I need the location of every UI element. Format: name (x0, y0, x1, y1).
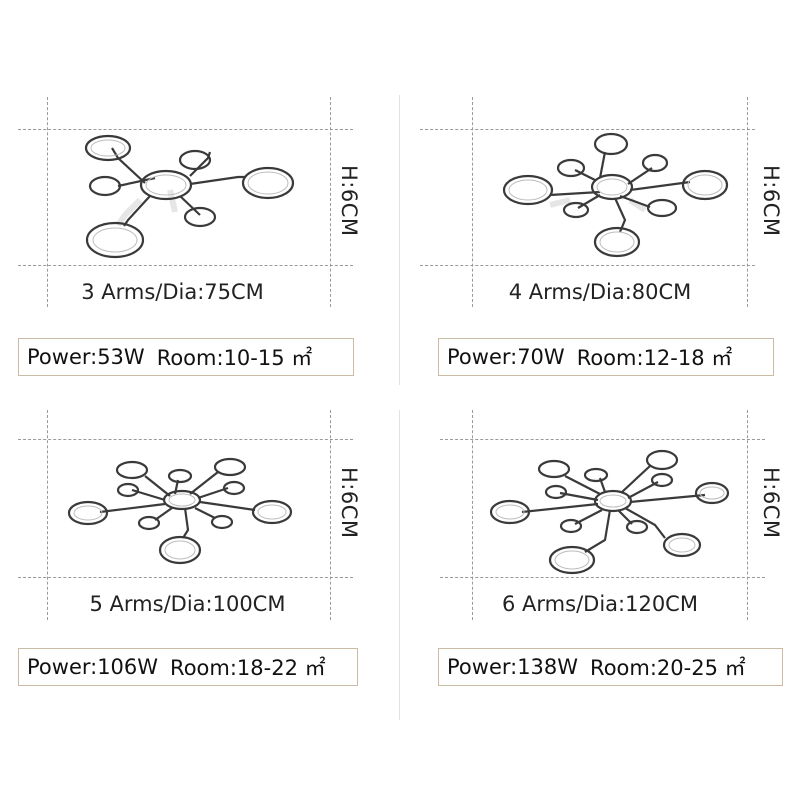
frame-shadow (115, 189, 178, 227)
guide-line-bottom (18, 577, 353, 578)
panel-6-arms: H:6CM (400, 400, 800, 800)
vertical-divider (399, 410, 400, 720)
guide-line-left (472, 410, 473, 620)
room-value: Room:10-15 ㎡ (156, 346, 313, 370)
size-caption: 4 Arms/Dia:80CM (508, 280, 692, 304)
lamp-rings (489, 449, 730, 575)
panel-5-arms: H:6CM (0, 400, 400, 800)
room-value: Room:18-22 ㎡ (170, 656, 326, 680)
chandelier-3-arms-drawing (84, 134, 295, 259)
guide-line-right (747, 97, 748, 307)
spec-box: Power:70W Room:12-18 ㎡ (438, 338, 774, 376)
panel-3-arms: H:6CM 3 Arms/Dia:75CM Power (0, 0, 400, 400)
frame-arms (549, 151, 691, 233)
guide-line-bottom (420, 265, 755, 266)
guide-line-bottom (18, 265, 353, 266)
frame-arms (521, 465, 706, 553)
size-caption: 6 Arms/Dia:120CM (502, 592, 698, 616)
guide-line-right (330, 410, 331, 620)
chandelier-5-arms-drawing (67, 457, 293, 565)
guide-line-top (18, 439, 353, 440)
guide-line-left (47, 410, 48, 620)
guide-line-bottom (440, 577, 765, 578)
size-caption: 5 Arms/Dia:100CM (89, 592, 286, 616)
guide-line-left (472, 97, 473, 307)
power-value: Power:138W (447, 655, 579, 679)
guide-line-right (330, 97, 331, 307)
lamp-rings (67, 457, 293, 565)
guide-line-right (747, 410, 748, 620)
spec-box: Power:138W Room:20-25 ㎡ (438, 648, 783, 686)
power-value: Power:70W (447, 345, 565, 369)
spec-box: Power:106W Room:18-22 ㎡ (18, 648, 358, 686)
guide-line-top (440, 439, 765, 440)
room-value: Room:12-18 ㎡ (576, 346, 733, 370)
chandelier-6-arms-drawing (489, 449, 730, 575)
guide-line-top (420, 129, 755, 130)
lamp-rings (84, 134, 295, 259)
power-value: Power:106W (27, 655, 159, 679)
chandelier-4-arms-drawing (502, 132, 729, 258)
lamp-rings (502, 132, 729, 258)
guide-line-left (47, 97, 48, 307)
size-caption: 3 Arms/Dia:75CM (81, 280, 264, 304)
power-value: Power:53W (27, 345, 145, 369)
guide-line-top (18, 129, 353, 130)
panel-4-arms: H:6CM (400, 0, 800, 400)
room-value: Room:20-25 ㎡ (590, 656, 746, 680)
vertical-divider (399, 95, 400, 385)
spec-box: Power:53W Room:10-15 ㎡ (18, 338, 354, 376)
